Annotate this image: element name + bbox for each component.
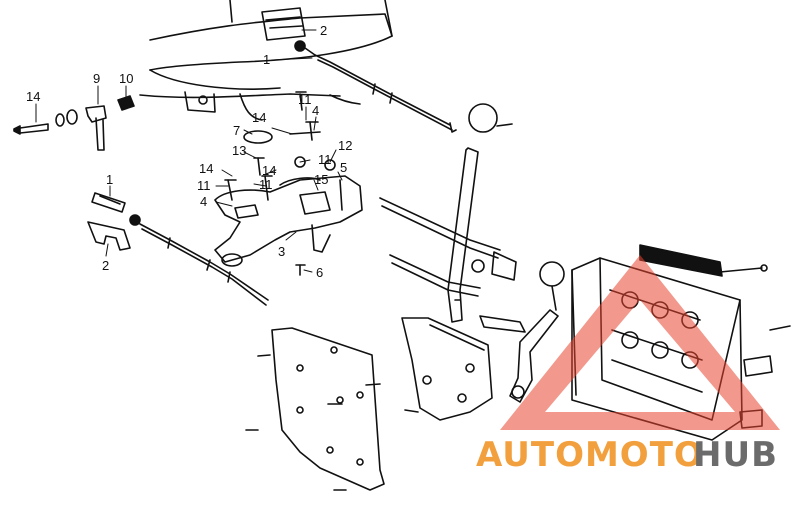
watermark-logo: AUTOMOTO HUB xyxy=(476,255,780,475)
shift-lever-arm xyxy=(447,147,479,323)
callout-14-lower: 14 xyxy=(199,161,213,176)
callout-14-mid: 14 xyxy=(252,110,266,125)
callout-11-left: 11 xyxy=(197,178,211,193)
callout-2-top: 2 xyxy=(320,23,327,38)
throttle-knob-upper xyxy=(468,103,513,133)
callout-5: 5 xyxy=(340,160,347,175)
mounting-plate xyxy=(245,327,385,491)
callout-1-top: 1 xyxy=(263,52,270,67)
upper-control-cable xyxy=(314,54,457,133)
mount-bracket-assembly xyxy=(214,91,363,276)
callout-7: 7 xyxy=(233,123,240,138)
engine-housing xyxy=(139,0,393,121)
callout-9: 9 xyxy=(93,71,100,86)
linkage-rods xyxy=(379,197,517,297)
callout-labels: 2 1 14 9 10 11 4 14 7 12 13 11 14 5 14 1… xyxy=(26,23,352,280)
callout-11-center: 11 xyxy=(318,152,332,167)
callout-4-top: 4 xyxy=(312,103,319,118)
callout-11-right: 11 xyxy=(259,177,273,192)
callout-6: 6 xyxy=(316,265,323,280)
watermark-text-hub: HUB xyxy=(693,435,778,475)
callout-leaders xyxy=(35,29,343,273)
callout-12: 12 xyxy=(338,138,352,153)
watermark-triangle xyxy=(500,255,780,430)
callout-14-left: 14 xyxy=(26,89,40,104)
callout-13: 13 xyxy=(232,143,246,158)
callout-11-top: 11 xyxy=(298,92,312,107)
watermark-text-automoto: AUTOMOTO xyxy=(476,435,704,475)
callout-4-bottom: 4 xyxy=(200,194,207,209)
lower-center-plate xyxy=(401,315,526,421)
callout-15: 15 xyxy=(314,172,328,187)
callout-3: 3 xyxy=(278,244,285,259)
pivot-arm xyxy=(509,261,565,403)
lever-hardware-set xyxy=(13,95,135,151)
callout-14-center: 14 xyxy=(262,163,276,178)
lower-control-cable xyxy=(139,223,269,306)
callout-2-bottom: 2 xyxy=(102,258,109,273)
lower-cable-end xyxy=(87,192,141,251)
callout-1-bottom: 1 xyxy=(106,172,113,187)
upper-cable-bracket xyxy=(261,7,316,56)
callout-10: 10 xyxy=(119,71,133,86)
